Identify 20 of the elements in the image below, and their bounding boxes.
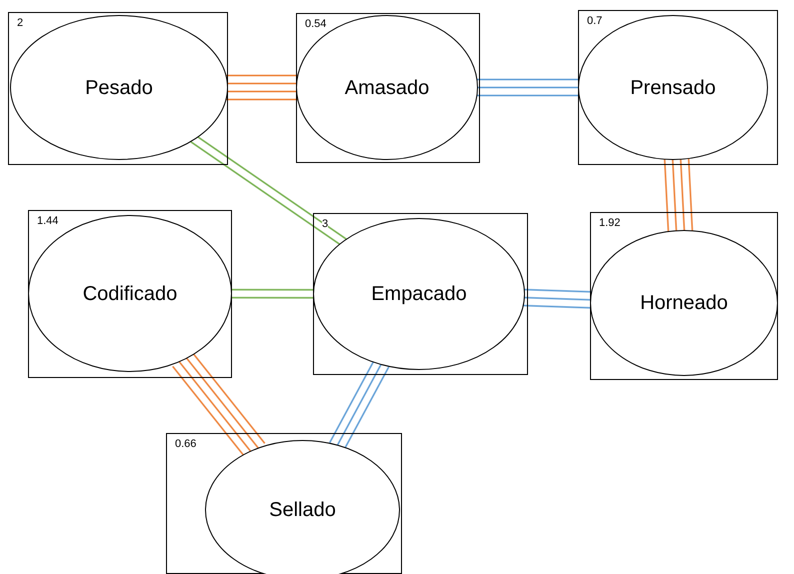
relationship-value: 1.44 (37, 215, 58, 227)
process-name: Empacado (371, 282, 467, 306)
relationship-value: 0.7 (587, 15, 602, 27)
relationship-value: 2 (17, 17, 24, 29)
relationship-lines (226, 72, 298, 104)
relationship-lines (230, 286, 316, 302)
relationship-value: 3 (322, 218, 328, 230)
process-name: Pesado (85, 76, 153, 100)
process-name: Codificado (82, 282, 178, 306)
process-name: Prensado (630, 76, 716, 100)
relationship-lines (476, 76, 580, 100)
relationship-lines (522, 286, 592, 312)
process-name: Amasado (344, 76, 430, 100)
relationship-value: 1.92 (599, 217, 620, 229)
relationship-value: 0.54 (305, 18, 326, 30)
process-name: Horneado (640, 291, 728, 315)
station-box (166, 433, 402, 574)
relationship-value: 0.66 (175, 438, 196, 450)
relationship-lines (660, 157, 696, 233)
process-name: Sellado (269, 498, 336, 522)
